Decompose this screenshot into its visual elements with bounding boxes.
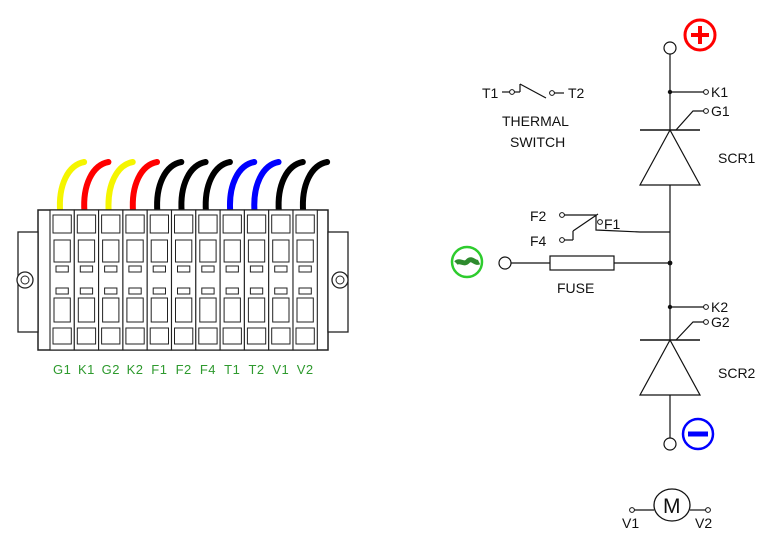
terminal-f1 [146,209,173,351]
terminal-label: K2 [127,362,144,377]
switch-label: SWITCH [510,134,565,150]
v2-label: V2 [695,515,712,531]
terminal-label: K1 [78,362,95,377]
terminal-block: G1 K1 G2 K2 F1 F2 F4 T1 T2 V1 V2 [16,159,349,377]
scr2-label: SCR2 [718,365,756,381]
wire-v1 [275,159,306,215]
thermal-label: THERMAL [502,113,569,129]
v1-label: V1 [622,515,639,531]
terminal-label: G1 [53,362,71,377]
f4-label: F4 [530,233,547,249]
wire-v2 [299,159,331,215]
wire-t2 [251,159,282,215]
thermal-switch-symbol: T1 T2 [482,83,585,101]
terminal-f4 [195,209,221,351]
terminal-t1 [219,209,245,351]
wire-g1 [56,159,88,215]
terminal-label: G2 [102,362,120,377]
wire-f4 [202,159,233,215]
terminal-t2 [243,209,270,351]
motor-symbol: M [629,488,711,522]
terminal-k1 [73,209,100,351]
g2-label: G2 [711,314,730,330]
wire-f1 [154,159,185,215]
terminal-label: F4 [200,362,216,377]
terminal-label: V2 [297,362,314,377]
wire-k1 [81,159,112,215]
fuse-label: FUSE [557,280,594,296]
fuse-symbol [549,255,615,271]
f1-label: F1 [604,216,621,232]
scr1-symbol [638,128,702,186]
terminal-label: T2 [248,362,264,377]
motor-label: M [663,495,681,518]
k1-label: K1 [711,84,728,100]
g1-label: G1 [711,103,730,119]
terminal-modules [49,209,318,351]
wire-k2 [129,159,161,215]
schematic: K1 G1 SCR1 F2 F1 F4 FUSE [450,18,756,531]
positive-terminal-node [663,41,677,55]
terminal-label: T1 [224,362,240,377]
terminal-label: V1 [272,362,289,377]
wires-group [56,159,331,215]
terminal-v1 [268,209,294,351]
scr2-symbol [638,338,702,396]
terminal-f2 [170,209,197,351]
wire-t1 [227,159,258,215]
t1-label: T1 [482,85,499,101]
k2-label: K2 [711,299,728,315]
terminal-k2 [122,209,148,351]
terminal-label: F1 [151,362,167,377]
scr1-label: SCR1 [718,150,756,166]
terminal-labels: G1 K1 G2 K2 F1 F2 F4 T1 T2 V1 V2 [53,362,314,377]
terminal-v2 [292,209,318,351]
wire-g2 [105,159,136,215]
terminal-g1 [49,209,75,351]
f2-label: F2 [530,208,547,224]
negative-terminal-node [663,437,677,451]
ground-terminal-node [498,256,512,270]
t2-label: T2 [568,85,585,101]
terminal-g2 [98,209,124,351]
wire-f2 [178,159,209,215]
terminal-label: F2 [176,362,192,377]
